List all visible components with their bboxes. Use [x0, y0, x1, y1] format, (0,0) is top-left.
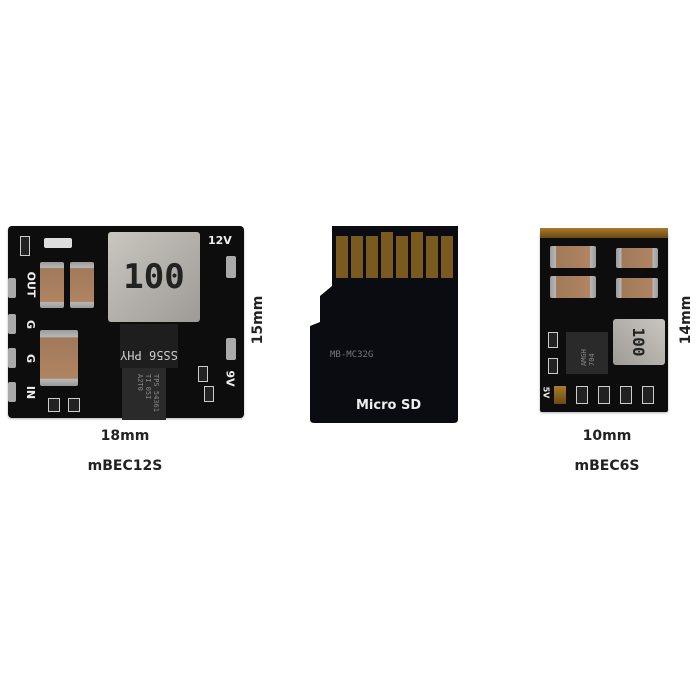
silk-g: G	[24, 353, 38, 364]
capacitor	[550, 276, 596, 298]
pad-in	[8, 382, 16, 402]
capacitor	[616, 248, 658, 268]
capacitor	[40, 262, 64, 308]
inductor: 100	[613, 319, 665, 365]
capacitor	[70, 262, 94, 308]
capacitor	[40, 330, 78, 386]
resistor	[620, 386, 632, 404]
regulator-ic: AMGH 704	[566, 332, 608, 374]
mbec6s-width-label: 10mm	[582, 428, 632, 444]
silk-out: OUT	[24, 271, 38, 298]
diode: SS56 PHY	[120, 324, 178, 368]
mbec6s-board: 100 AMGH 704 5V	[540, 228, 668, 412]
resistor	[576, 386, 588, 404]
mbec12s-height-label: 15mm	[250, 295, 266, 345]
jumper-pad	[226, 338, 236, 360]
pad-g	[8, 314, 16, 334]
led	[44, 238, 72, 248]
silk-12v: 12V	[208, 234, 232, 247]
pad-g	[8, 348, 16, 368]
capacitor	[616, 278, 658, 298]
mbec12s-width-label: 18mm	[100, 428, 150, 444]
resistor	[198, 366, 208, 382]
capacitor	[550, 246, 596, 268]
silk-9v: 9V	[223, 370, 237, 387]
mbec12s-name: mBEC12S	[87, 458, 163, 474]
resistor	[548, 358, 558, 374]
resistor	[548, 332, 558, 348]
silk-g: G	[24, 319, 38, 330]
mbec6s-height-label: 14mm	[678, 295, 694, 345]
resistor	[642, 386, 654, 404]
pad-row	[540, 228, 668, 238]
resistor	[48, 398, 60, 412]
resistor	[20, 236, 30, 256]
resistor	[68, 398, 80, 412]
sd-model-marking: MB-MC32G	[330, 350, 374, 360]
micro-sd-card: MB-MC32G Micro SD	[310, 226, 458, 423]
inductor: 100	[108, 232, 200, 322]
silk-in: IN	[24, 385, 38, 400]
regulator-ic: TPS 54361 TI 05I A2T0	[122, 368, 166, 420]
mbec6s-name: mBEC6S	[574, 458, 640, 474]
sd-contacts	[336, 232, 453, 278]
solder-pad	[554, 386, 566, 404]
jumper-pad	[226, 256, 236, 278]
pad-out	[8, 278, 16, 298]
sd-card-label: Micro SD	[356, 398, 422, 413]
resistor	[598, 386, 610, 404]
resistor	[204, 386, 214, 402]
micro-sd-card-shape	[310, 226, 458, 423]
silk-5v: 5V	[541, 386, 551, 399]
mbec12s-board: 100 SS56 PHY TPS 54361 TI 05I A2T0 OUT G…	[8, 226, 244, 420]
